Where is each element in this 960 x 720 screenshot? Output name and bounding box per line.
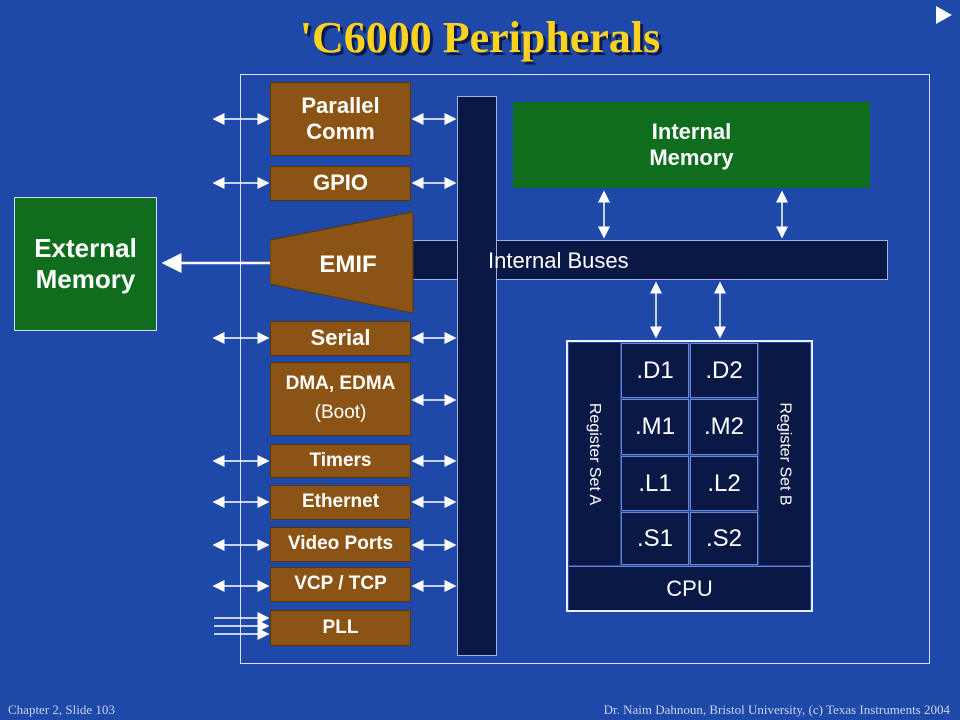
unit-s2: .S2 xyxy=(690,512,758,565)
unit-d1: .D1 xyxy=(621,343,689,398)
register-set-b: Register Set B xyxy=(759,343,810,565)
unit-d2: .D2 xyxy=(690,343,758,398)
pll-block: PLL xyxy=(270,610,411,646)
internal-buses-label: Internal Buses xyxy=(488,248,629,273)
parallel-comm-line1: Parallel xyxy=(301,92,380,118)
footer-credits: Dr. Naim Dahnoun, Bristol University, (c… xyxy=(603,702,950,717)
internal-memory-line2: Memory xyxy=(649,145,734,170)
parallel-comm-line2: Comm xyxy=(306,119,375,144)
vcp-tcp-block: VCP / TCP xyxy=(270,567,411,602)
unit-s1: .S1 xyxy=(621,512,689,565)
slide-title: 'C6000 Peripherals xyxy=(299,13,661,62)
footer-chapter: Chapter 2, Slide 103 xyxy=(8,702,115,717)
parallel-comm-block: Parallel Comm xyxy=(270,82,411,156)
ethernet-block: Ethernet xyxy=(270,485,411,520)
dma-edma-block: DMA, EDMA (Boot) xyxy=(270,362,411,436)
serial-block: Serial xyxy=(270,321,411,356)
internal-memory-line1: Internal xyxy=(651,118,732,144)
internal-bus-vertical xyxy=(457,96,497,656)
dma-edma-label: DMA, EDMA xyxy=(285,373,396,395)
unit-l1: .L1 xyxy=(621,456,689,511)
external-memory-line2: Memory xyxy=(35,264,136,294)
external-memory-block: External Memory xyxy=(14,197,157,331)
unit-m2: .M2 xyxy=(690,399,758,455)
next-slide-icon[interactable] xyxy=(936,6,952,24)
gpio-block: GPIO xyxy=(270,166,411,201)
emif-block: EMIF xyxy=(270,212,414,314)
cpu-frame xyxy=(566,340,813,612)
unit-l2: .L2 xyxy=(690,456,758,511)
internal-memory-block: Internal Memory xyxy=(513,102,870,188)
external-memory-line1: External xyxy=(34,232,137,263)
video-ports-block: Video Ports xyxy=(270,527,411,562)
emif-label: EMIF xyxy=(319,251,376,278)
chip-boundary xyxy=(240,74,930,664)
unit-m1: .M1 xyxy=(621,399,689,455)
timers-block: Timers xyxy=(270,444,411,478)
boot-label: (Boot) xyxy=(314,402,367,423)
register-set-a-label: Register Set A xyxy=(586,402,604,506)
register-set-a: Register Set A xyxy=(569,343,620,565)
register-set-b-label: Register Set B xyxy=(776,402,794,506)
cpu-label: CPU xyxy=(569,566,810,610)
